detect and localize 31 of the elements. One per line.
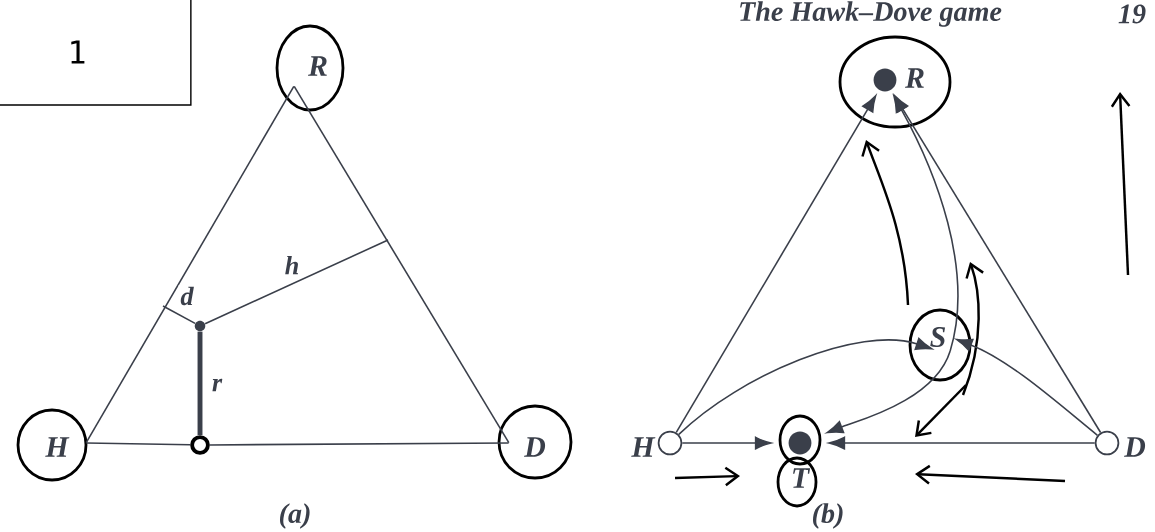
- page-number: 19: [1118, 4, 1146, 24]
- point-label: R: [905, 68, 924, 88]
- point-label: D: [1124, 437, 1146, 457]
- panel-caption: (b): [813, 503, 843, 529]
- line: [209, 442, 510, 446]
- point-label: H: [631, 437, 656, 457]
- point-label: S: [930, 326, 946, 348]
- flow-line: [955, 338, 1099, 437]
- line: [204, 239, 389, 325]
- hand-drawn-dot: [190, 435, 210, 455]
- panel-caption: (a): [280, 503, 310, 529]
- edge-label: r: [210, 377, 224, 393]
- flow-line: [681, 436, 772, 450]
- number-box: 1: [0, 0, 192, 106]
- line: [162, 305, 196, 325]
- line: [85, 442, 191, 446]
- flow-line: [678, 337, 933, 436]
- vertex-label: H: [45, 437, 70, 457]
- flow-line: [893, 95, 959, 352]
- line: [85, 85, 295, 444]
- edge-label: h: [282, 254, 302, 276]
- flow-line: [675, 95, 877, 434]
- point-label: T: [793, 468, 811, 488]
- line: [293, 85, 510, 444]
- flow-line: [826, 350, 951, 434]
- running-header: The Hawk–Dove game: [740, 1, 1002, 27]
- edge-label: d: [178, 285, 196, 308]
- vertex-label: D: [524, 437, 546, 457]
- flow-line: [828, 436, 1096, 450]
- vertex-label: R: [308, 56, 327, 76]
- line: [197, 331, 203, 436]
